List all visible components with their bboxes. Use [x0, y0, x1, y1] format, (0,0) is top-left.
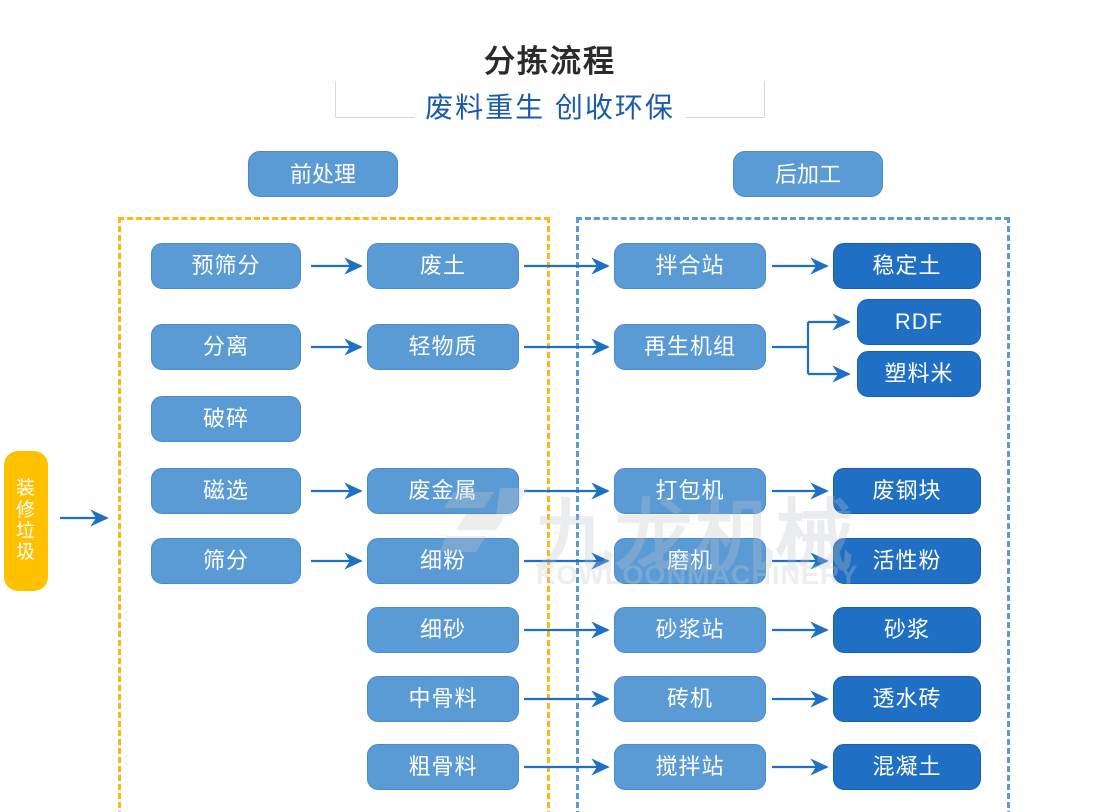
node-concrete[interactable]: 混凝土 [833, 744, 981, 790]
node-fine-sand[interactable]: 细砂 [367, 607, 519, 653]
node-plastic-pellets[interactable]: 塑料米 [857, 351, 981, 397]
node-scrap-metal[interactable]: 废金属 [367, 468, 519, 514]
post-process-group-frame [576, 217, 1010, 812]
node-crushing[interactable]: 破碎 [151, 396, 301, 442]
node-coarse-aggregate[interactable]: 粗骨料 [367, 744, 519, 790]
node-separation[interactable]: 分离 [151, 324, 301, 370]
input-node-label: 装修垃圾 [15, 478, 36, 564]
node-grinding-mill[interactable]: 磨机 [614, 538, 766, 584]
node-scrap-steel[interactable]: 废钢块 [833, 468, 981, 514]
node-brick-machine[interactable]: 砖机 [614, 676, 766, 722]
node-permeable-brick[interactable]: 透水砖 [833, 676, 981, 722]
node-waste-soil[interactable]: 废土 [367, 243, 519, 289]
node-mortar-station[interactable]: 砂浆站 [614, 607, 766, 653]
node-baler[interactable]: 打包机 [614, 468, 766, 514]
section-badge-postprocess[interactable]: 后加工 [733, 151, 883, 197]
node-light-matter[interactable]: 轻物质 [367, 324, 519, 370]
pre-process-group-frame [118, 217, 550, 812]
section-badge-preprocess[interactable]: 前处理 [248, 151, 398, 197]
node-fine-powder[interactable]: 细粉 [367, 538, 519, 584]
node-mortar[interactable]: 砂浆 [833, 607, 981, 653]
node-recycling-unit[interactable]: 再生机组 [614, 324, 766, 370]
input-node-renovation-waste[interactable]: 装修垃圾 [4, 451, 48, 591]
node-stabilized-soil[interactable]: 稳定土 [833, 243, 981, 289]
node-screening[interactable]: 筛分 [151, 538, 301, 584]
node-mixing-plant[interactable]: 搅拌站 [614, 744, 766, 790]
node-medium-aggregate[interactable]: 中骨料 [367, 676, 519, 722]
page-title-text: 分拣流程 [468, 36, 632, 81]
node-mixing-station[interactable]: 拌合站 [614, 243, 766, 289]
page-title: 分拣流程 [0, 36, 1100, 81]
node-rdf[interactable]: RDF [857, 299, 981, 345]
node-magnetic-separation[interactable]: 磁选 [151, 468, 301, 514]
page-subtitle-text: 废料重生 创收环保 [415, 86, 685, 126]
node-active-powder[interactable]: 活性粉 [833, 538, 981, 584]
page-subtitle: 废料重生 创收环保 [0, 86, 1100, 126]
node-prescreening[interactable]: 预筛分 [151, 243, 301, 289]
